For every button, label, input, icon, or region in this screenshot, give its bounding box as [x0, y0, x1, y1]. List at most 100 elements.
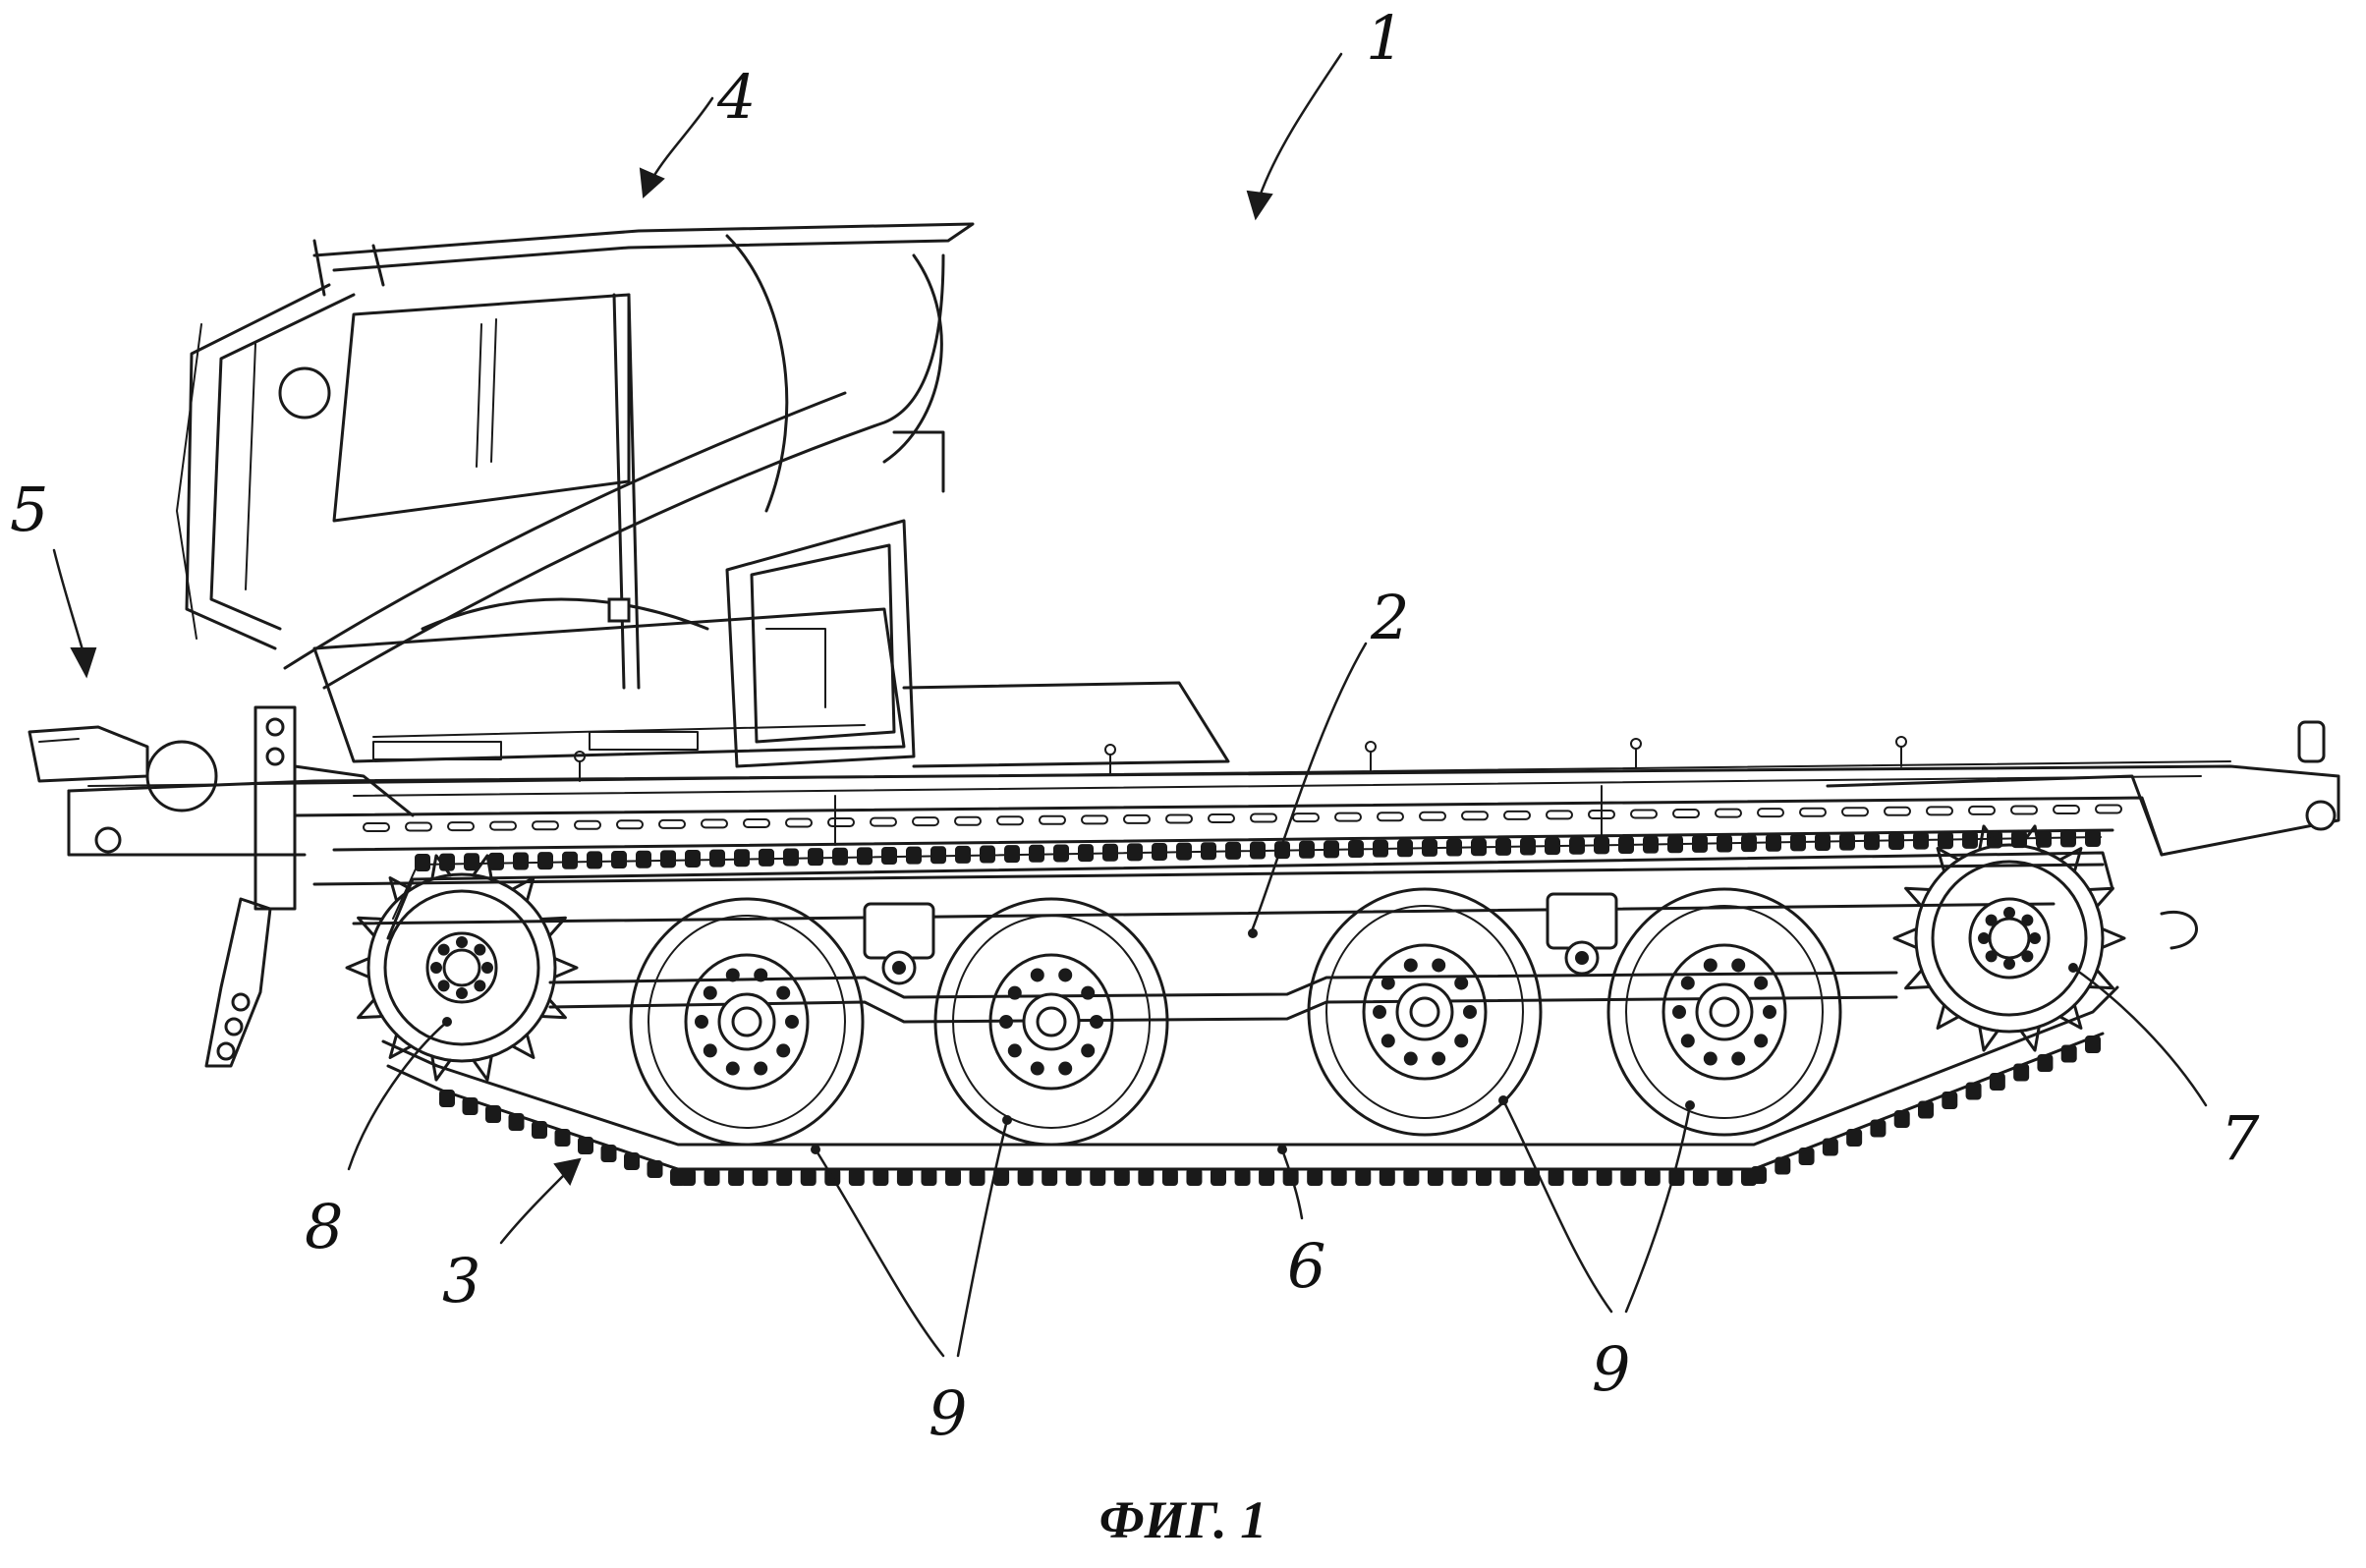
track-cleat — [1078, 844, 1094, 863]
platform-slot — [701, 818, 728, 829]
track-cleat — [1790, 833, 1806, 852]
hub-bolt — [437, 943, 450, 956]
track-cleat — [1962, 830, 1978, 849]
sprocket-tooth — [357, 916, 384, 938]
track-cleat — [1211, 1168, 1226, 1186]
track-cleat — [464, 853, 479, 871]
track-cleat — [906, 846, 922, 865]
platform-slot — [1546, 810, 1573, 820]
hub-bolt — [430, 962, 442, 974]
platform-slot — [743, 817, 770, 828]
label-road-wheels-left: 9 — [929, 1377, 967, 1449]
sprocket-tooth — [2058, 1003, 2083, 1030]
platform-slot — [1419, 811, 1446, 821]
track-cleat — [1548, 1168, 1564, 1186]
track-cleat — [1017, 1168, 1034, 1186]
track-cleat — [439, 1090, 455, 1107]
track-cleat — [1127, 843, 1143, 862]
label-track-drive: 3 — [442, 1245, 480, 1316]
track-cleat — [1161, 1168, 1178, 1186]
track-cleat — [1090, 1168, 1106, 1186]
track-cleat — [1102, 843, 1118, 862]
sprocket-tooth — [2019, 1025, 2041, 1052]
track-cleat — [930, 846, 946, 865]
track-cleat — [1989, 1073, 2005, 1091]
track-cleat — [1692, 1168, 1709, 1186]
wheel-bolt — [1432, 1051, 1446, 1066]
track-cleat — [704, 1168, 720, 1186]
platform-slot — [1926, 806, 1953, 816]
platform-slot — [2053, 805, 2080, 814]
sprocket-tooth — [2019, 824, 2041, 852]
track-cleat — [685, 849, 701, 868]
platform-slot — [1081, 814, 1108, 825]
sprocket-tooth — [357, 997, 384, 1020]
sprocket-tooth — [472, 1054, 493, 1082]
platform-slot — [1292, 812, 1320, 823]
track-cleat — [709, 849, 725, 868]
wheel-bolt — [703, 1043, 717, 1058]
track-cleat — [647, 1160, 663, 1178]
wheel-bolt — [1731, 958, 1746, 973]
platform-slot — [1841, 807, 1869, 817]
platform-slot — [785, 817, 813, 828]
figure-caption: ФИГ. 1 — [1099, 1490, 1267, 1549]
track-cleat — [1373, 839, 1388, 858]
wheel-bolt — [1058, 968, 1073, 982]
track-cleat — [1643, 835, 1659, 854]
wheel-bolt — [785, 1015, 799, 1029]
wheel-bolt — [1373, 1005, 1386, 1019]
track-cleat — [562, 851, 578, 869]
platform-slot — [574, 819, 601, 830]
track-cleat — [1065, 1168, 1082, 1186]
sprocket-tooth — [553, 957, 579, 979]
wheel-bolt — [754, 1061, 768, 1076]
wheel-bolt — [1081, 985, 1096, 1000]
track-cleat — [1938, 831, 1953, 850]
track-cleat — [1397, 839, 1413, 858]
platform-slots — [363, 804, 2122, 832]
track-cleat — [1495, 837, 1511, 856]
track-cleat — [1918, 1100, 1934, 1119]
platform-slot — [1715, 808, 1742, 818]
platform-slot — [1334, 812, 1362, 822]
track-cleat — [1234, 1168, 1251, 1186]
sprocket-tooth — [511, 876, 535, 903]
hub-bolt — [2021, 914, 2034, 926]
platform-slot — [1884, 806, 1911, 816]
wheel-bolt — [776, 985, 791, 1000]
wheel-bolt — [1030, 1061, 1044, 1076]
hub-bolt — [2003, 907, 2015, 919]
sprocket-tooth — [1892, 927, 1918, 949]
track-cleat — [1620, 1168, 1637, 1186]
track-cleat — [896, 1168, 913, 1186]
track-cleat — [415, 854, 430, 871]
track-cleat — [2013, 1063, 2030, 1082]
platform-slot — [1208, 813, 1235, 823]
track-cleat — [600, 1145, 617, 1162]
track-cleat — [2085, 1036, 2101, 1053]
track-cleat — [1717, 1168, 1733, 1186]
hub-bolt — [474, 980, 486, 992]
platform-slot — [1165, 813, 1193, 824]
track-cleat — [1717, 834, 1732, 853]
sprocket-tooth — [539, 916, 567, 938]
track-cleat — [1042, 1168, 1058, 1186]
label-vehicle: 1 — [1366, 2, 1404, 74]
label-front-wheel: 8 — [305, 1191, 343, 1262]
hub-bolt — [2021, 950, 2034, 963]
label-chassis: 2 — [1370, 582, 1409, 653]
wheel-bolt — [754, 968, 768, 982]
wheel-bolt — [1007, 985, 1022, 1000]
sprocket-tooth — [1904, 968, 1932, 990]
track-cleat — [1348, 840, 1364, 859]
sprocket-tooth — [345, 957, 370, 979]
track-cleat — [1766, 833, 1781, 852]
track-cleat — [578, 1137, 593, 1154]
hub-bolt — [2003, 958, 2015, 970]
platform-slot — [1630, 809, 1658, 819]
track-cleat — [1427, 1168, 1443, 1186]
sprocket-tooth — [1978, 1025, 2000, 1052]
platform-slot — [1757, 808, 1784, 818]
wheel-bolt — [1454, 976, 1469, 990]
